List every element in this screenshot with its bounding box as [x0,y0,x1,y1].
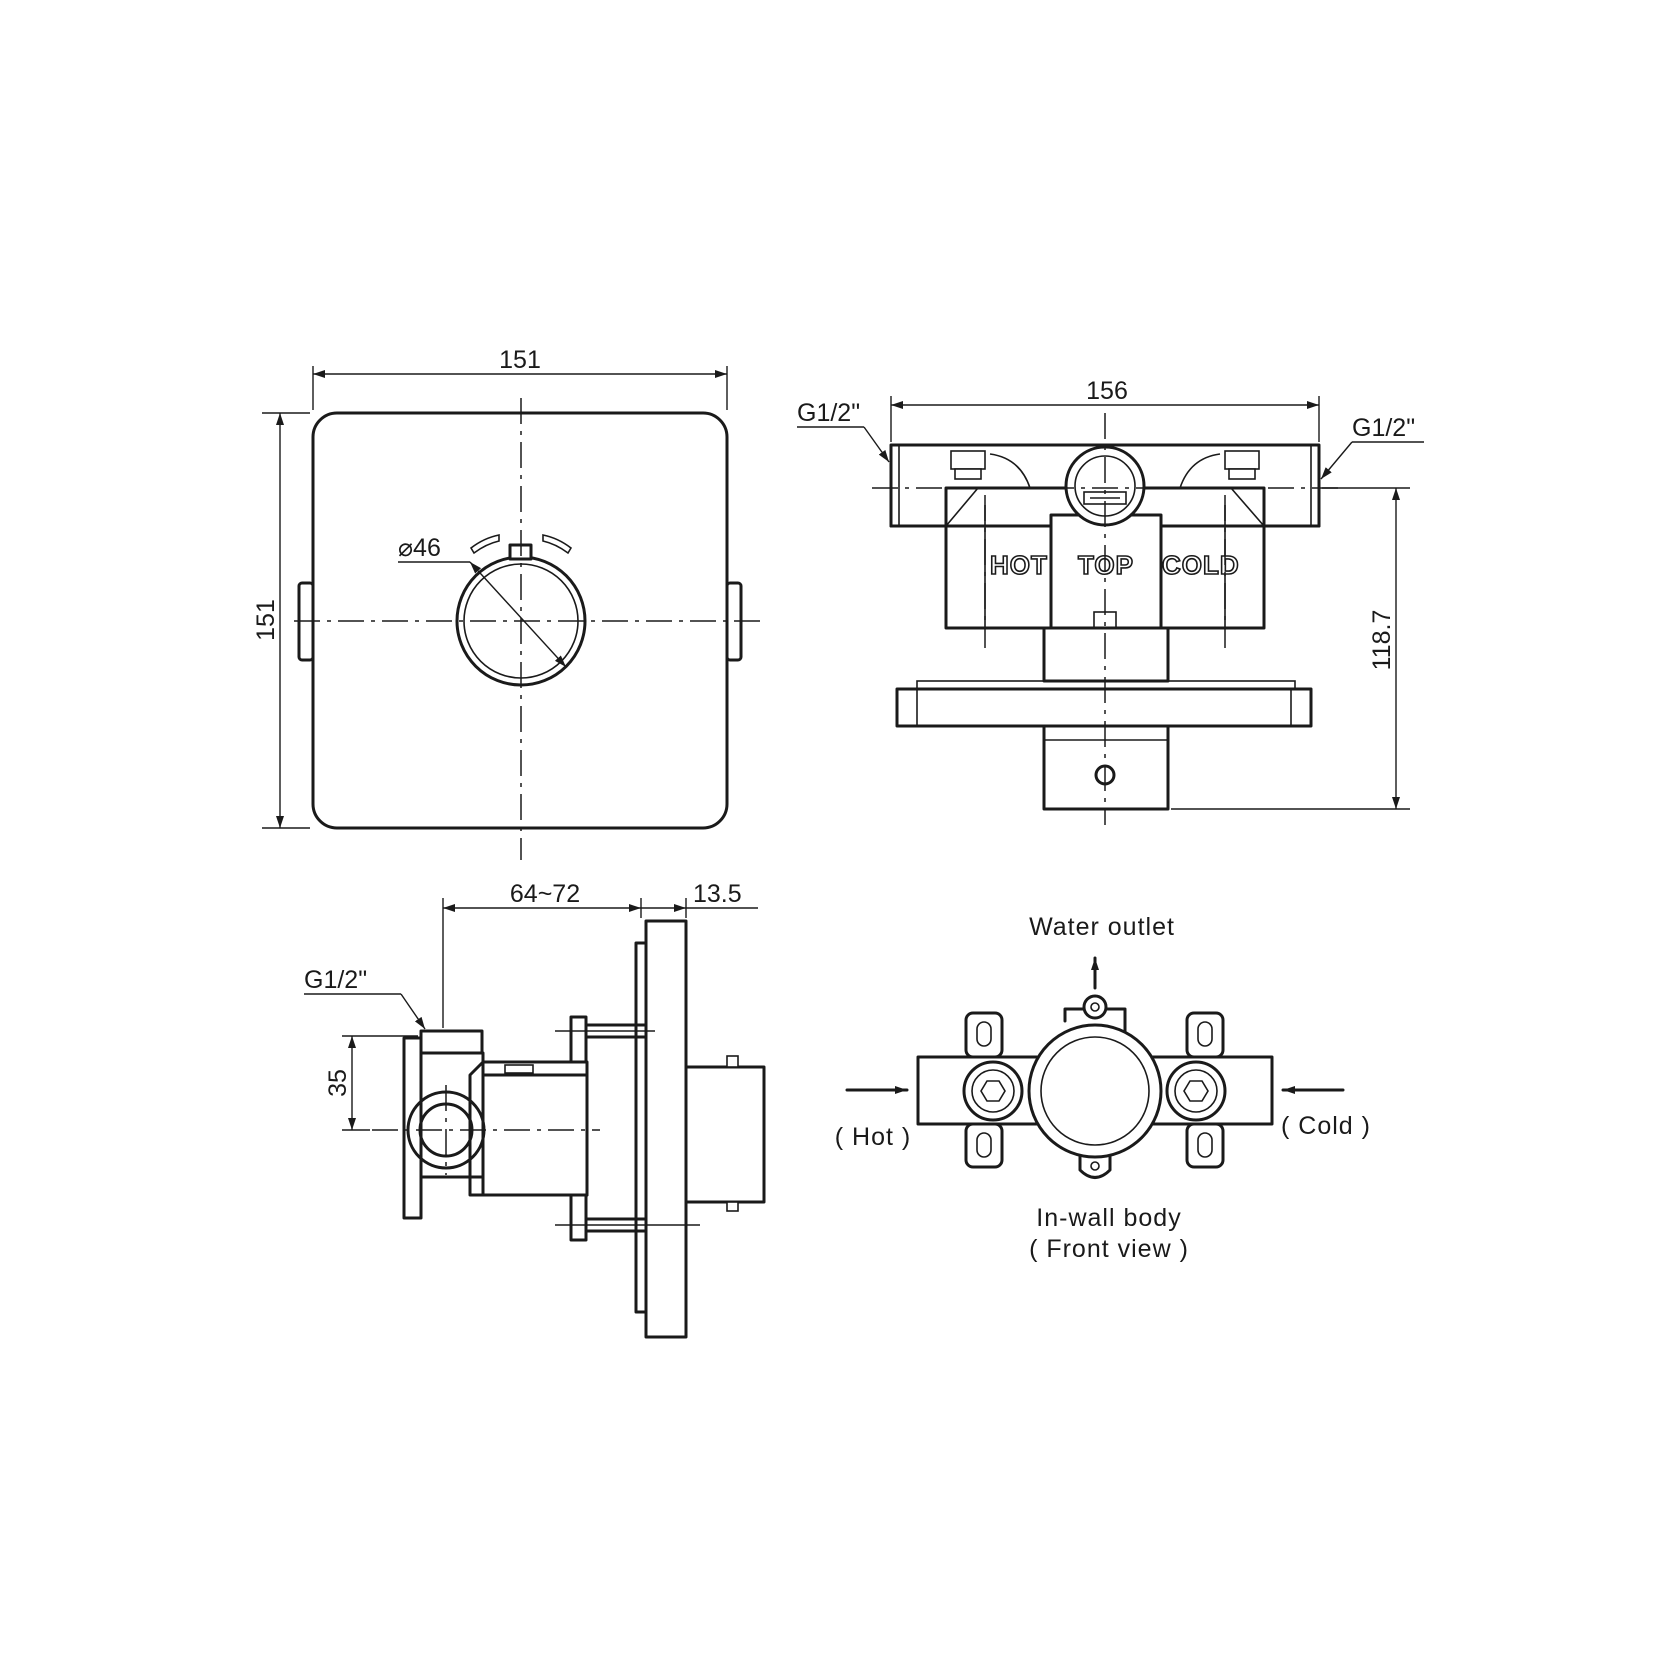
top-left-thread-label: G1/2" [797,399,860,427]
handle-sleeve [1042,724,1170,811]
temp-arc-left [469,534,500,555]
body-caption-line2: ( Front view ) [1029,1235,1189,1263]
cartridge-block [1049,513,1163,630]
side-offset-label: 35 [324,1069,352,1097]
cold-nut [1224,450,1260,470]
top-view: HOT TOP COLD 156 118.7 G1/2" G1/2" [797,377,1424,825]
side-thread-label: G1/2" [304,966,367,994]
lug-bottom-left [964,1122,1004,1169]
top-label: TOP [1078,550,1134,580]
front-width-label: 151 [499,346,541,374]
lug-bottom-right [1185,1122,1225,1169]
mounting-flange [895,687,1313,728]
temp-arc-right [542,534,573,555]
side-view: 64~72 13.5 35 G1/2" [304,880,766,1339]
top-height-label: 118.7 [1368,610,1396,671]
cold-label: COLD [1162,550,1240,580]
body-central-ring-outer [1027,1023,1163,1159]
side-plate-label: 13.5 [693,880,742,908]
in-wall-body-view: Water outlet ( Hot ) ( Cold ) In-wall bo… [835,913,1371,1263]
diameter-label: ⌀46 [398,534,441,562]
hot-inlet-label: ( Hot ) [835,1123,911,1151]
lug-top-right [1185,1011,1225,1059]
top-width-label: 156 [1086,377,1128,405]
body-caption-line1: In-wall body [1036,1204,1181,1232]
body-central-ring-inner [1040,1036,1150,1146]
hot-nut [950,450,986,470]
lug-top-left [964,1011,1004,1059]
upper-ear [569,1015,588,1064]
side-main-body [481,1073,589,1197]
wall-bracket [402,1036,423,1220]
side-handle [684,1065,766,1204]
top-right-thread-label: G1/2" [1352,414,1415,442]
front-height-label: 151 [252,599,280,641]
hot-label: HOT [990,550,1048,580]
outlet-tab [1082,994,1108,1020]
front-view: ⌀46 151 151 [252,346,760,860]
lower-ear [569,1193,588,1242]
side-depth-label: 64~72 [510,880,580,908]
cold-inlet-label: ( Cold ) [1281,1112,1371,1140]
side-flange-plate [644,919,688,1339]
water-outlet-label: Water outlet [1029,913,1175,941]
spindle-collar [1042,626,1170,683]
